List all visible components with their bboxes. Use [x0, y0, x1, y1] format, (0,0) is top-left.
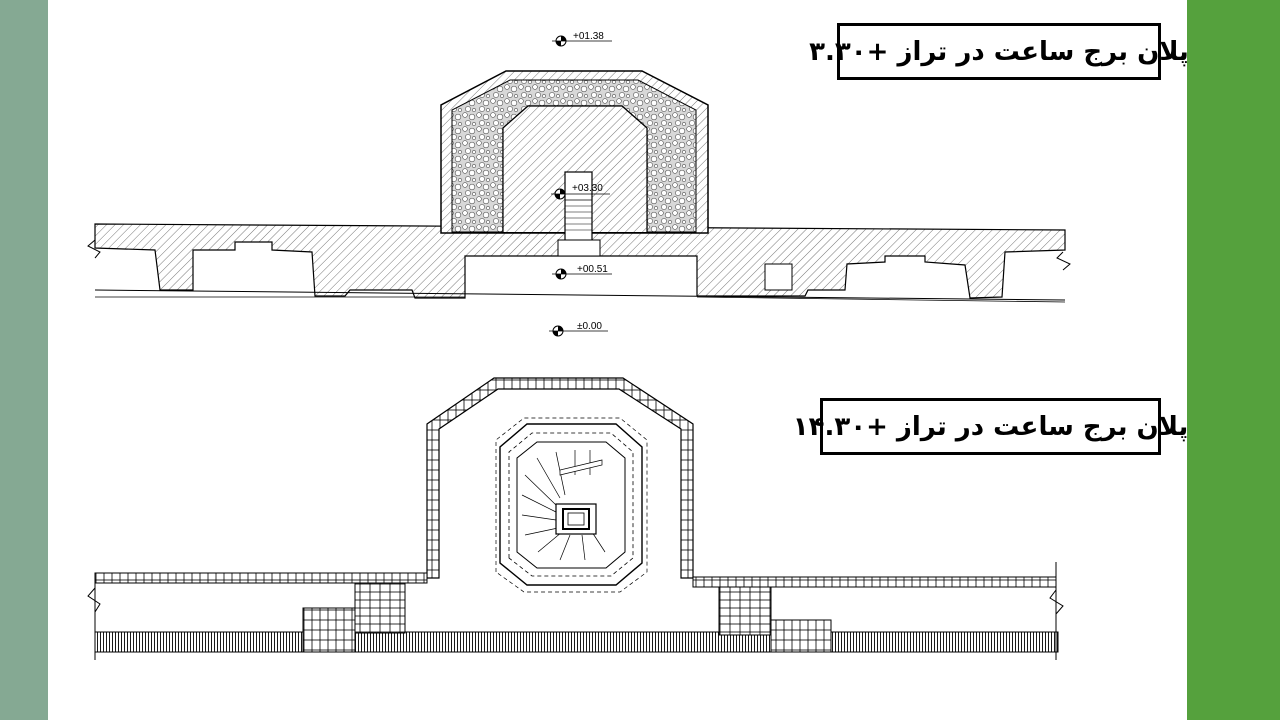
plan-1-wall-band [94, 223, 1066, 299]
level-label-ground: ±0.00 [577, 321, 602, 332]
plan-2-tower-wall [426, 377, 694, 579]
level-marker-floor: +00.51 [552, 264, 612, 280]
plan-2-lower-wall [94, 631, 1059, 653]
plan-2-parapet-right [692, 576, 1057, 588]
level-label-floor: +00.51 [577, 264, 608, 275]
level-label-inner: +03.30 [572, 183, 603, 194]
plan-2-parapet-left [94, 572, 428, 584]
plan-1-recess [764, 263, 793, 291]
left-color-band [0, 0, 48, 720]
level-marker-inner: +03.30 [551, 183, 610, 200]
plan-2-spiral-stair [521, 450, 606, 561]
plan-1-stair-shaft [564, 171, 593, 245]
level-marker-top: +01.38 [552, 31, 612, 47]
right-color-band [1187, 0, 1280, 720]
plan-1-drawing [87, 70, 1071, 303]
plan-2-title: پلان برج ساعت در تراز +۱۴.۳۰ [793, 398, 1188, 455]
plan-1-title: پلان برج ساعت در تراز +۳.۳۰ [809, 23, 1189, 80]
level-marker-ground: ±0.00 [549, 321, 608, 337]
drawing-canvas: +01.38 +03.30 +00.51 ±0.00 [87, 31, 1071, 660]
plan-2-drawing [87, 377, 1064, 660]
level-label-top: +01.38 [573, 31, 604, 42]
